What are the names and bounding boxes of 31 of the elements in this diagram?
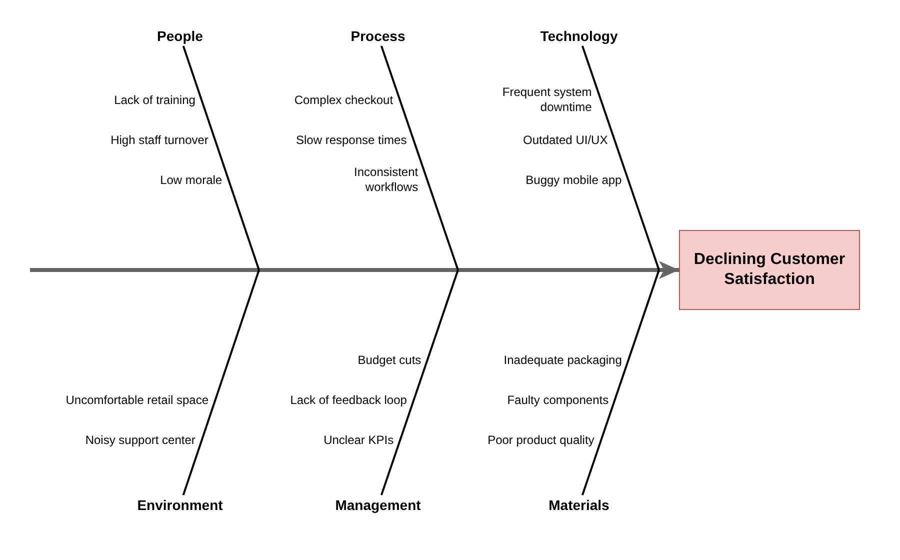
- bone-line: [581, 270, 660, 496]
- effect-box: Declining Customer Satisfaction: [679, 230, 860, 310]
- category-label: Process: [350, 28, 406, 44]
- cause-label: Poor product quality: [488, 432, 594, 448]
- category-label: Environment: [137, 497, 223, 513]
- spine-arrow: [30, 261, 679, 279]
- cause-label: Faulty components: [507, 392, 609, 408]
- bone-line: [380, 270, 459, 496]
- cause-label: Outdated UI/UX: [522, 132, 608, 148]
- bone-line: [581, 46, 660, 270]
- cause-label: Unclear KPIs: [324, 432, 394, 448]
- cause-label: Buggy mobile app: [526, 172, 622, 188]
- cause-label: Uncomfortable retail space: [66, 392, 208, 408]
- cause-label: Inadequate packaging: [504, 352, 622, 368]
- cause-label: Lack of feedback loop: [290, 392, 407, 408]
- cause-label: Slow response times: [296, 132, 407, 148]
- cause-label: Lack of training: [114, 92, 196, 108]
- cause-label: Inconsistent workflows: [353, 165, 418, 195]
- bone-line: [380, 46, 459, 270]
- bone-line: [182, 270, 260, 496]
- cause-label: Low morale: [160, 172, 222, 188]
- cause-label: Budget cuts: [358, 352, 422, 368]
- cause-label: Complex checkout: [294, 92, 394, 108]
- category-label: People: [157, 28, 203, 44]
- category-label: Materials: [548, 497, 610, 513]
- category-label: Management: [335, 497, 421, 513]
- cause-label: Noisy support center: [85, 432, 196, 448]
- cause-label: Frequent system downtime: [501, 85, 592, 115]
- bone-line: [182, 46, 260, 270]
- category-label: Technology: [540, 28, 618, 44]
- cause-label: High staff turnover: [110, 132, 208, 148]
